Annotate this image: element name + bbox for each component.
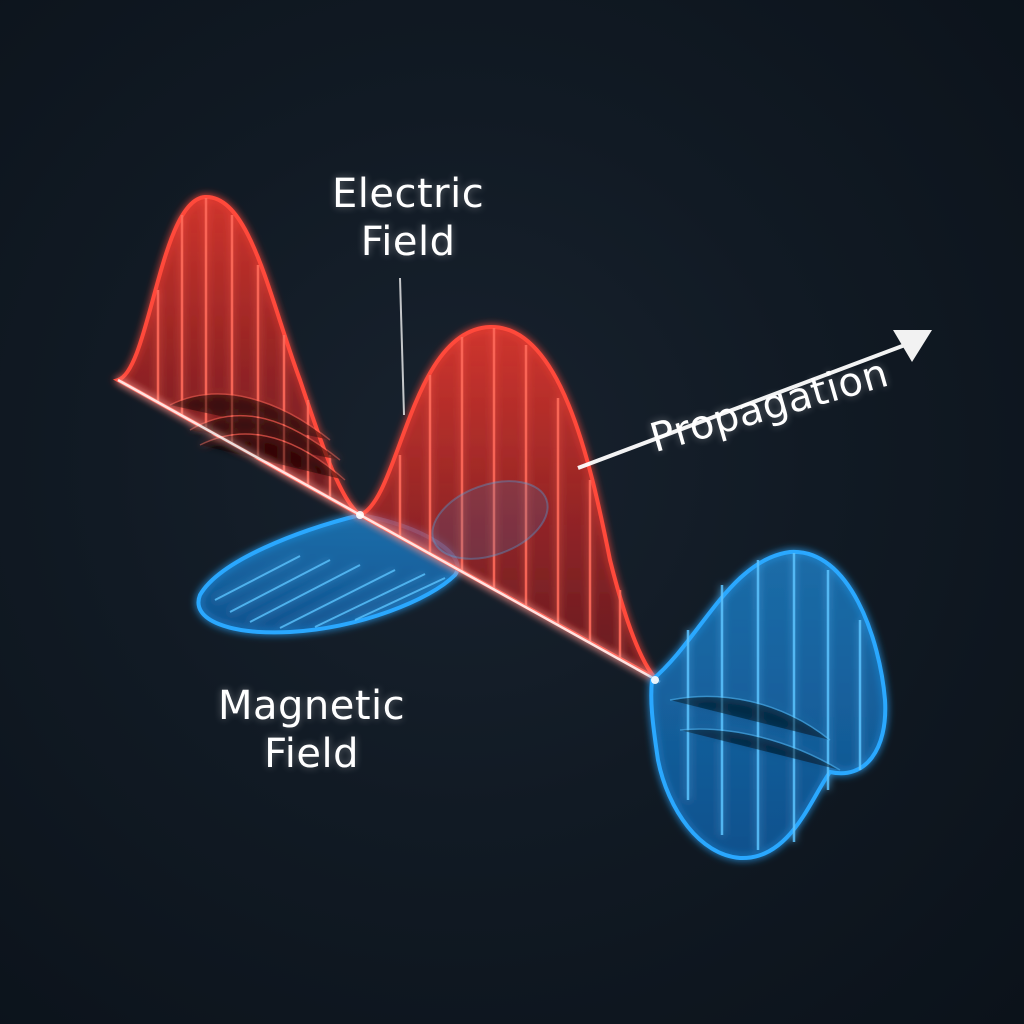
axis-node xyxy=(651,676,659,684)
electric-field-pointer xyxy=(399,277,405,416)
propagation-arrow xyxy=(577,330,932,470)
magnetic-wave-ghost xyxy=(431,480,549,560)
magnetic-wave-lobe-right xyxy=(649,549,888,861)
electric-field-label: Electric Field xyxy=(332,170,484,266)
electric-label-line1: Electric xyxy=(332,171,485,217)
electric-wave-lobe-2 xyxy=(355,324,657,680)
propagation-axis xyxy=(117,378,661,684)
electric-wave-lobe-1 xyxy=(112,194,362,517)
arrow-head-icon xyxy=(893,330,932,362)
electric-label-line2: Field xyxy=(360,219,456,265)
magnetic-label-line2: Field xyxy=(264,731,359,777)
axis-node xyxy=(356,511,364,519)
magnetic-field-label: Magnetic Field xyxy=(218,682,405,778)
magnetic-label-line1: Magnetic xyxy=(218,683,406,729)
